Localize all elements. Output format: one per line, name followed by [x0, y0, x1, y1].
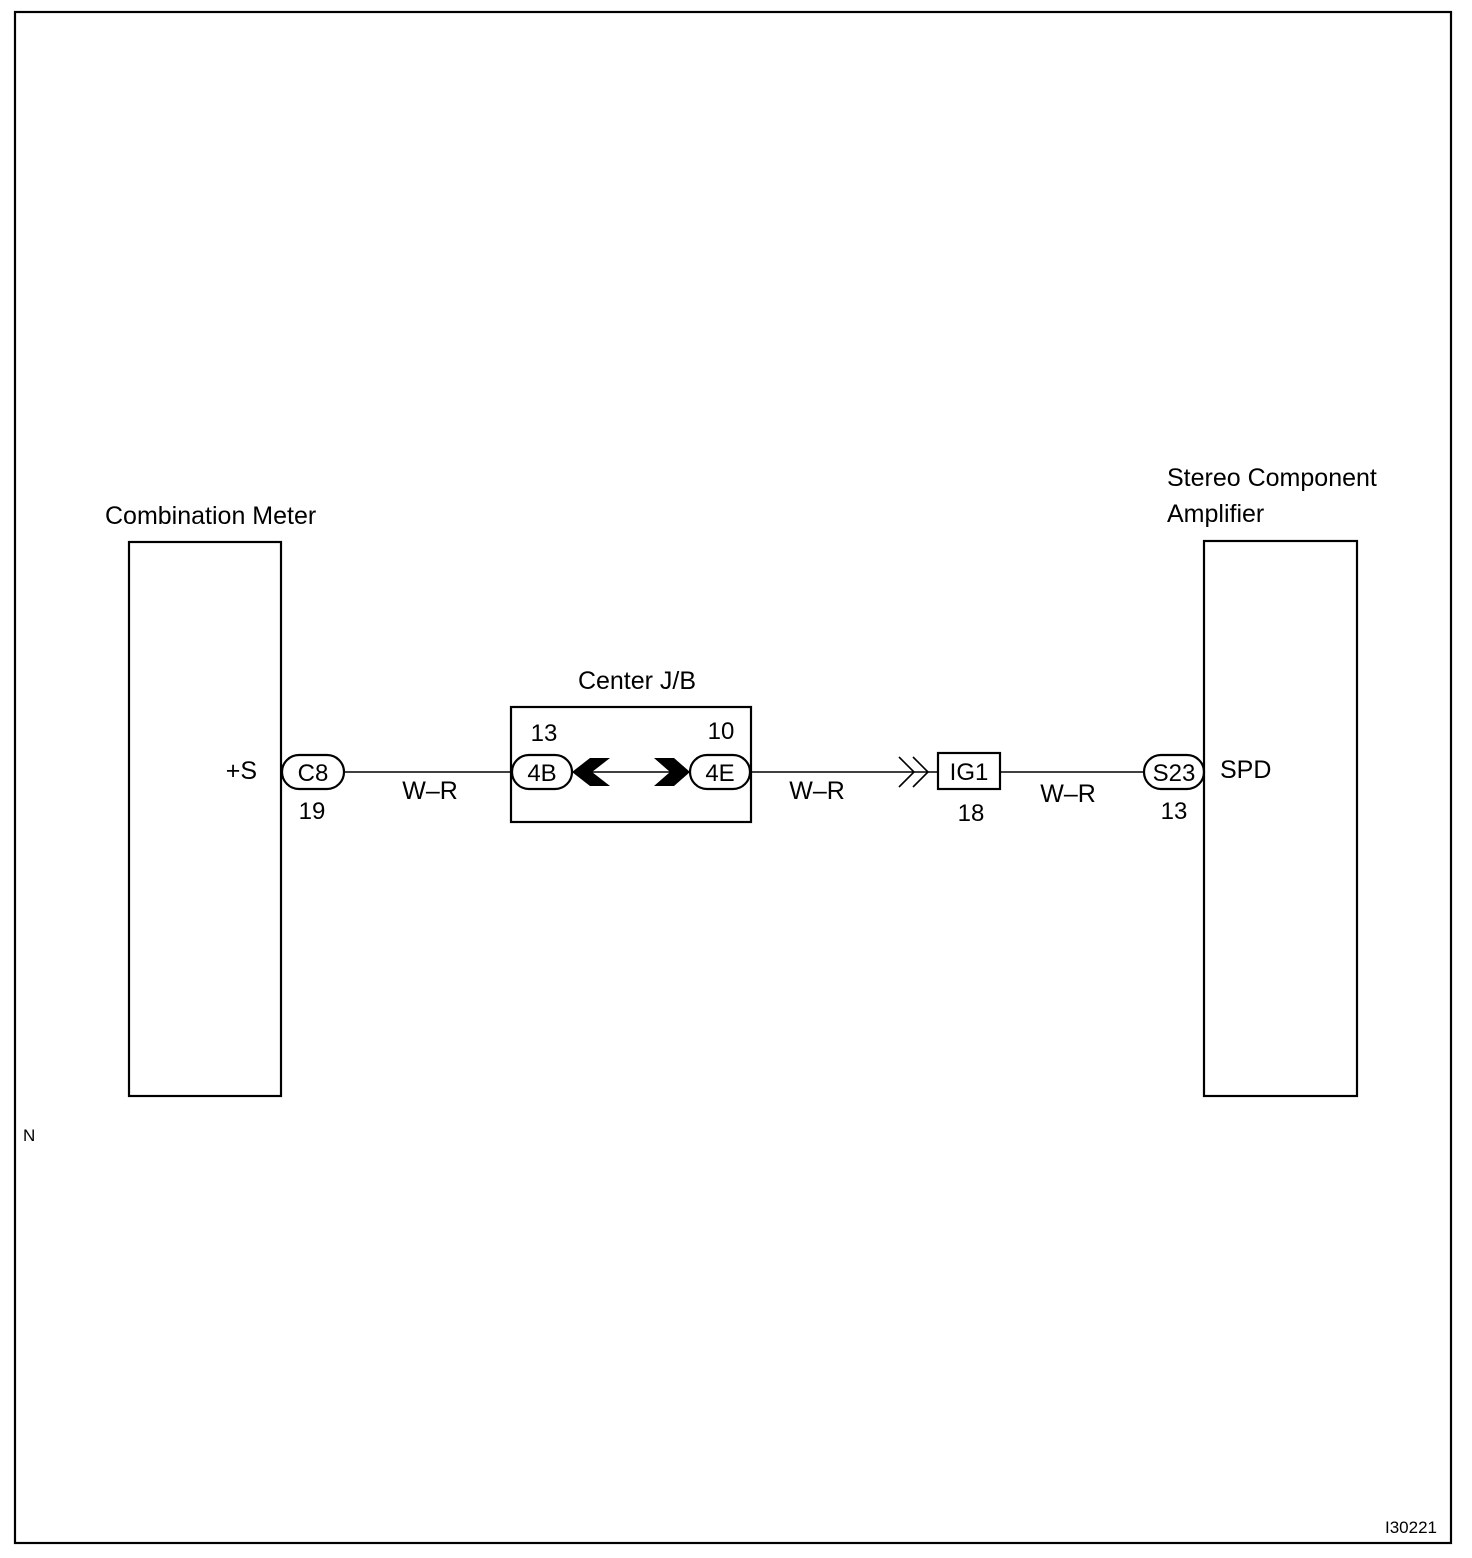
jb-left-chevron-icon: [572, 758, 610, 786]
jb-right-chevron-icon: [654, 758, 690, 786]
wire-color-jb-to-ig1: W–R: [789, 777, 845, 805]
connector-s23: S23 13: [1142, 753, 1206, 825]
figure-id: I30221: [1385, 1518, 1437, 1537]
connector-ig1: IG1 18: [936, 751, 1002, 827]
combination-meter-label: Combination Meter: [105, 502, 316, 530]
wire-color-ig1-to-amp: W–R: [1040, 780, 1096, 808]
combination-meter-box: [127, 540, 283, 1098]
amplifier-label-line2: Amplifier: [1167, 500, 1264, 528]
ig1-chevron-inner-icon: [912, 756, 930, 788]
wire-color-meter-to-jb: W–R: [402, 777, 458, 805]
center-jb: Center J/B 13 4B 10 4E: [509, 667, 753, 824]
connector-c8-code: C8: [298, 760, 329, 787]
connector-c8-pin: 19: [299, 798, 326, 825]
jb-4b-code: 4B: [527, 760, 556, 787]
jb-4e-pin: 10: [708, 718, 735, 745]
center-jb-box: [509, 705, 753, 824]
diagram-frame: [13, 10, 1453, 1545]
connector-s23-pin: 13: [1161, 798, 1188, 825]
margin-mark: N: [23, 1126, 35, 1145]
connector-ig1-box: [936, 751, 1002, 791]
jb-4e-pill: [688, 753, 752, 791]
combination-meter: Combination Meter +S: [105, 502, 316, 1098]
connector-s23-code: S23: [1153, 760, 1196, 787]
amplifier-label-line1: Stereo Component: [1167, 464, 1377, 492]
connector-ig1-code: IG1: [950, 759, 989, 786]
connector-ig1-pin: 18: [958, 800, 985, 827]
stereo-component-amplifier: Stereo Component Amplifier SPD: [1167, 464, 1377, 1098]
connector-c8: C8 19: [280, 753, 346, 825]
amplifier-box: [1202, 539, 1359, 1098]
spd-terminal-label: SPD: [1220, 756, 1271, 784]
ig1-chevron-outer-icon: [898, 756, 916, 788]
plus-s-terminal-label: +S: [226, 757, 257, 785]
jb-4e-code: 4E: [705, 760, 734, 787]
center-jb-label: Center J/B: [578, 667, 696, 695]
jb-4b-pin: 13: [531, 720, 558, 747]
